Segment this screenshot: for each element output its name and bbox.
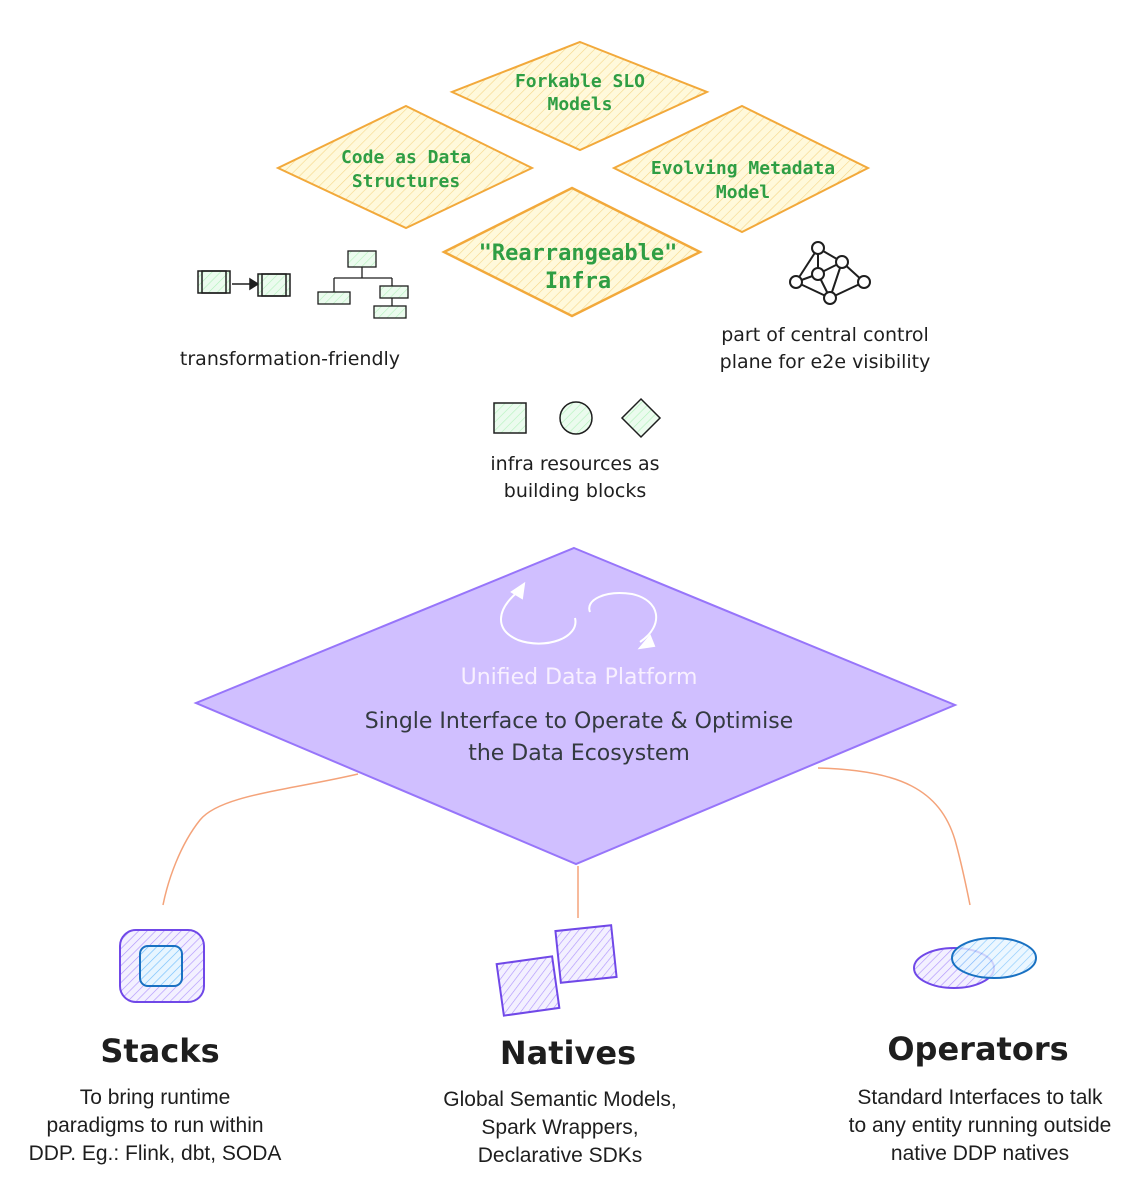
- natives-description: Global Semantic Models, Spark Wrappers, …: [443, 1088, 677, 1167]
- stacks-title: Stacks: [100, 1032, 220, 1070]
- control-plane-caption: part of central control plane for e2e vi…: [719, 324, 931, 373]
- connector-stacks: [162, 773, 359, 906]
- connector-operators: [817, 767, 971, 906]
- principle-forkable-shape: [449, 40, 710, 152]
- network-graph-icon: [789, 241, 871, 305]
- principle-evolving-metadata-shape: [611, 104, 871, 234]
- cycle-arrows-icon: [500, 581, 658, 650]
- principle-rearrangeable-shape: [441, 186, 703, 318]
- operators-icon: [913, 937, 1037, 989]
- transformation-caption: transformation-friendly: [179, 348, 401, 370]
- square-block-icon: [493, 402, 527, 434]
- diamond-block-icon: [620, 397, 662, 439]
- operators-title: Operators: [887, 1030, 1069, 1068]
- principle-forkable-label: Forkable SLO Models: [514, 71, 646, 115]
- building-blocks-caption: infra resources as building blocks: [490, 453, 660, 502]
- natives-title: Natives: [499, 1034, 637, 1072]
- connectors: [162, 767, 971, 918]
- circle-block-icon: [559, 401, 593, 435]
- stacks-description: To bring runtime paradigms to run within…: [28, 1086, 282, 1165]
- principle-code-as-data-label: Code as Data Structures: [340, 147, 472, 192]
- stacks-icon: [119, 929, 205, 1003]
- principle-evolving-metadata-label: Evolving Metadata Model: [650, 158, 836, 203]
- platform-shape: [193, 546, 958, 866]
- platform-subtitle: Single Interface to Operate & Optimise t…: [364, 709, 794, 766]
- platform-title: Unified Data Platform: [460, 665, 698, 690]
- tree-hierarchy-icon: [317, 250, 409, 319]
- principle-rearrangeable-label: "Rearrangeable" Infra: [478, 241, 678, 294]
- building-block-icons: [493, 397, 662, 439]
- principle-code-as-data-shape: [275, 104, 535, 230]
- natives-icon: [495, 924, 618, 1017]
- pipeline-transform-icon: [197, 270, 291, 297]
- operators-description: Standard Interfaces to talk to any entit…: [848, 1086, 1112, 1165]
